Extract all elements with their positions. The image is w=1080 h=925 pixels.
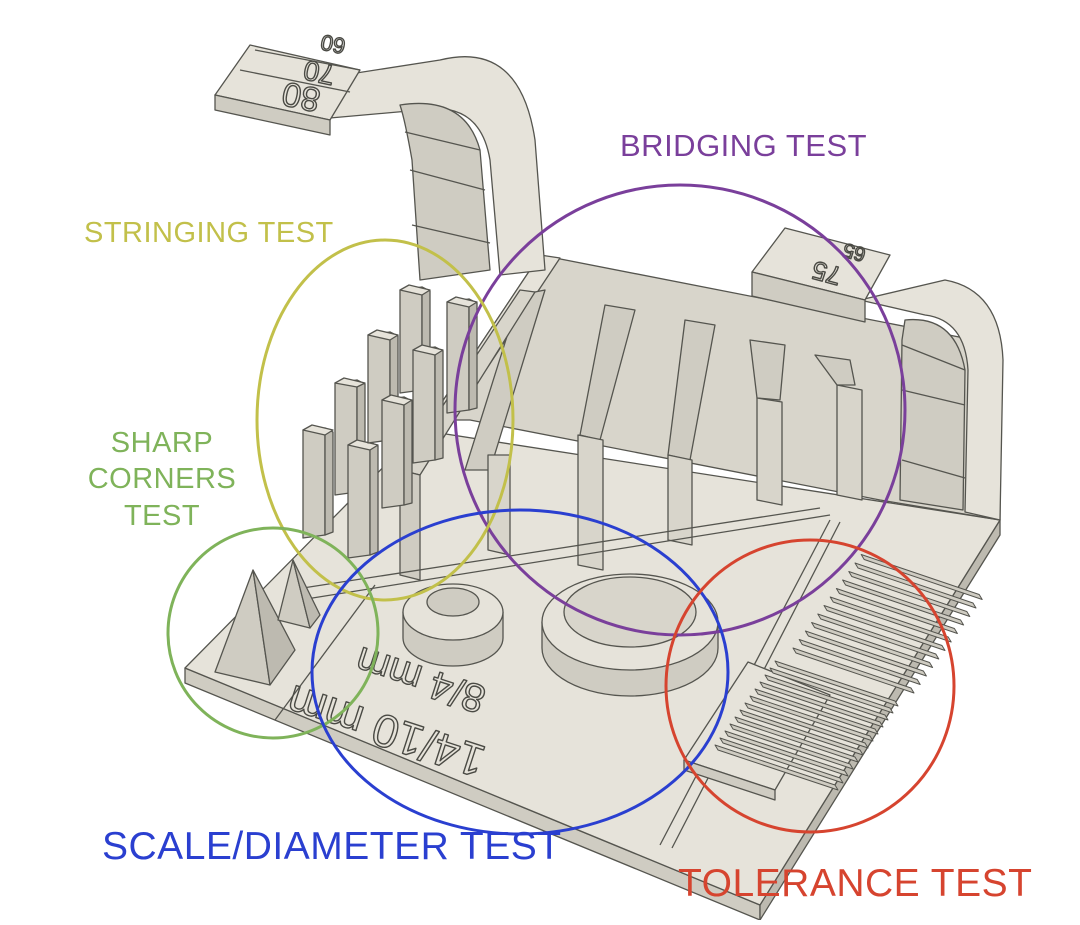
arch-facet-line	[901, 389, 966, 406]
comb-tooth	[842, 579, 965, 626]
small-ring	[402, 583, 504, 667]
comb-tooth	[729, 723, 854, 770]
comb-tooth	[798, 639, 921, 685]
left-label-tab-side	[214, 94, 331, 136]
bridge-fin	[814, 354, 863, 501]
right-arch-inner	[899, 318, 966, 511]
pillar	[347, 439, 379, 559]
label-tolerance-test: TOLERANCE TEST	[678, 862, 1033, 905]
label-sharp-corners-test: SHARP CORNERS TEST	[87, 427, 237, 532]
comb-tooth	[811, 622, 934, 668]
tolerance-comb-lower-teeth	[714, 660, 899, 791]
comb-tooth	[835, 588, 958, 634]
overhang-label-65: 65	[841, 238, 868, 265]
overhang-label-80: 80	[279, 74, 324, 119]
comb-tooth	[848, 571, 971, 617]
pyramids	[214, 559, 321, 686]
callout-ring-tolerance	[664, 538, 956, 834]
right-arch-outer	[859, 279, 1004, 521]
comb-tooth	[804, 630, 927, 677]
pillar	[412, 344, 444, 464]
bridge-fin	[749, 339, 786, 506]
right-label-tab-side	[751, 271, 866, 323]
callout-ring-bridging	[453, 183, 907, 637]
comb-tooth	[817, 613, 940, 660]
tolerance-comb-upper	[792, 554, 983, 694]
divider-rail	[274, 584, 376, 721]
label-divider	[254, 49, 361, 71]
bridge-fin	[577, 304, 636, 571]
arch-facet-line	[901, 459, 966, 479]
left-arch-inner	[399, 102, 491, 281]
comb-tooth	[724, 730, 849, 777]
overhang-label-70: 70	[301, 54, 338, 91]
comb-tooth	[734, 716, 859, 763]
divider-rail	[299, 514, 831, 601]
arch-facet-line	[901, 344, 966, 371]
comb-tooth	[744, 702, 869, 749]
label-bridging-test: BRIDGING TEST	[620, 128, 868, 163]
comb-tooth	[714, 744, 839, 791]
pillar	[446, 296, 478, 414]
comb-tooth	[759, 681, 884, 728]
comb-tooth	[764, 674, 889, 721]
comb-tooth	[792, 647, 915, 694]
callout-ring-scale-diameter	[310, 508, 730, 836]
callout-ring-sharp-corners	[166, 526, 380, 740]
pillar	[302, 424, 334, 539]
comb-tooth	[739, 709, 864, 756]
comb-tooth	[754, 688, 879, 735]
comb-tooth	[823, 605, 946, 651]
arch-facet-line	[409, 169, 486, 191]
pyramid-large-side	[252, 569, 296, 686]
arch-facet-line	[411, 224, 491, 244]
label-scale-diameter-test: SCALE/DIAMETER TEST	[102, 825, 562, 868]
stringing-pillars	[302, 284, 478, 559]
divider-rail	[289, 507, 821, 591]
callout-ring-stringing	[255, 238, 515, 602]
bridge-fins	[464, 289, 863, 571]
overhang-label-60: 60	[319, 29, 348, 59]
comb-tooth	[774, 660, 899, 707]
label-divider	[239, 69, 351, 93]
comb-tooth	[829, 596, 952, 643]
comb-tooth	[749, 695, 874, 742]
bridge-fin	[667, 319, 716, 546]
pyramid-small-side	[292, 559, 321, 629]
comb-tooth	[769, 667, 894, 714]
pillar	[381, 394, 413, 509]
arch-facet-line	[404, 131, 481, 151]
label-stringing-test: STRINGING TEST	[84, 217, 334, 249]
comb-tooth	[719, 737, 844, 784]
